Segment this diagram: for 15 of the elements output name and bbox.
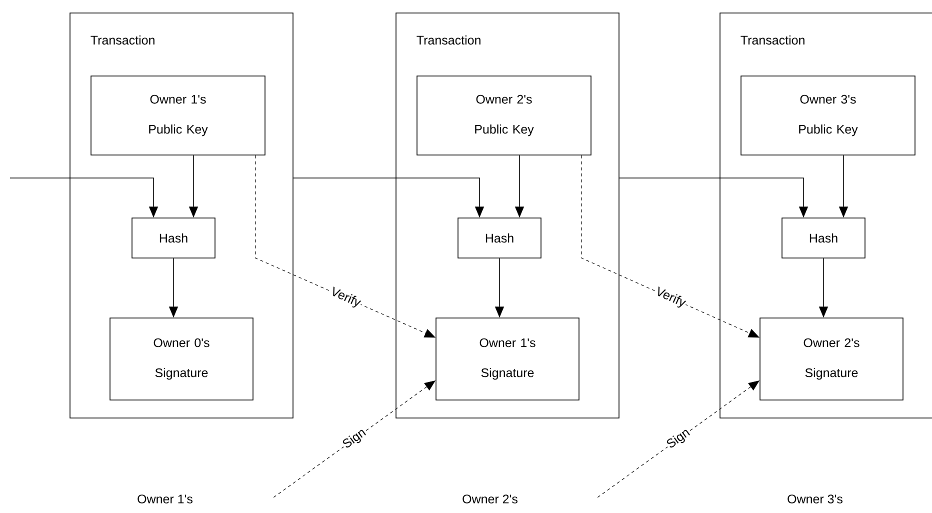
key-box: Owner 2's Public Key	[416, 76, 592, 156]
key-box: Owner 3's Public Key	[740, 76, 916, 156]
hash-box: Hash	[782, 218, 866, 258]
signature-box: Owner 2's Signature	[760, 318, 904, 400]
key-label: Owner 1's	[138, 494, 192, 504]
edge-label: Sign	[664, 425, 694, 452]
edge-label: Verify	[328, 284, 364, 311]
signature-box: Owner 1's Signature	[436, 318, 580, 400]
hash-box: Hash	[132, 218, 216, 258]
key-label: Owner 3's	[788, 494, 842, 504]
key-label: Owner 2's	[462, 494, 518, 504]
signature-box: Owner 0's Signature	[110, 318, 254, 400]
edge-label: Sign	[340, 425, 370, 452]
key-box: Owner 1's Public Key	[90, 76, 266, 156]
hash-box: Hash	[458, 218, 542, 258]
